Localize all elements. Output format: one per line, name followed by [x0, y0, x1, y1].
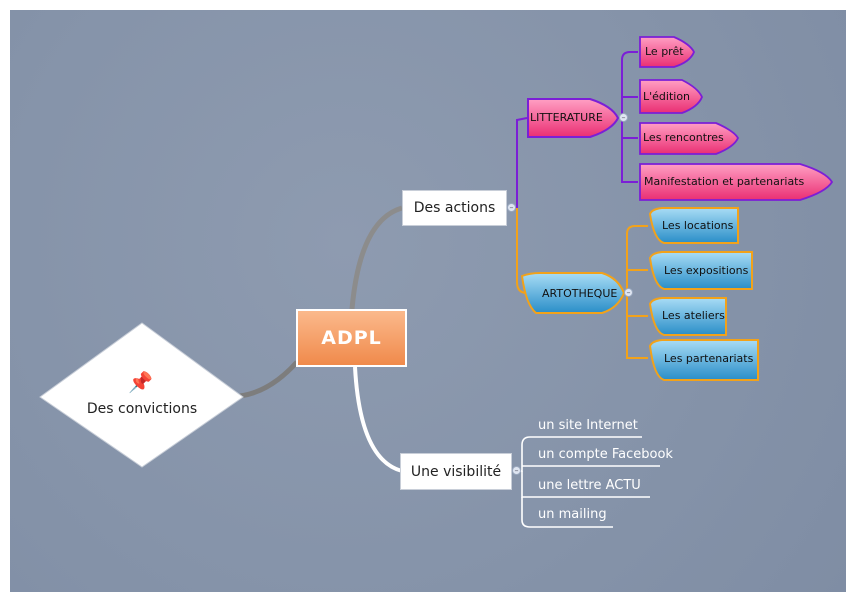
litterature-child-label: Manifestation et partenariats [644, 175, 805, 188]
artotheque-child-ateliers[interactable] [648, 297, 727, 336]
litterature-child-rencontres[interactable] [639, 122, 740, 155]
connector-actions [349, 205, 403, 310]
litterature-node[interactable] [527, 98, 620, 138]
connector-litterature [516, 117, 528, 208]
artotheque-child-label: Les locations [662, 219, 734, 232]
collapse-minus-icon[interactable]: – [507, 203, 516, 212]
central-topic-adpl[interactable]: ADPL [296, 309, 407, 367]
artotheque-child-label: Les partenariats [664, 352, 754, 365]
convictions-diamond[interactable] [39, 322, 244, 468]
litterature-child-label: Le prêt [645, 45, 684, 58]
artotheque-child-partenariats[interactable] [648, 339, 759, 381]
artotheque-label: ARTOTHEQUE [542, 287, 618, 300]
collapse-minus-icon[interactable]: – [619, 113, 628, 122]
connector-visibilite [353, 366, 403, 473]
litterature-child-label: L'édition [643, 90, 691, 103]
collapse-minus-icon[interactable]: – [512, 466, 521, 475]
visibilite-item[interactable]: un compte Facebook [538, 447, 673, 462]
convictions-label: Des convictions [86, 401, 198, 417]
visibilite-item[interactable]: un site Internet [538, 418, 638, 433]
artotheque-child-label: Les ateliers [662, 309, 725, 322]
collapse-minus-icon[interactable]: – [624, 288, 633, 297]
litterature-child-label: Les rencontres [643, 131, 724, 144]
litterature-child-pret[interactable] [639, 36, 695, 68]
actions-node[interactable]: Des actions [402, 190, 507, 226]
artotheque-child-expositions[interactable] [648, 251, 753, 290]
litterature-label: LITTERATURE [530, 111, 603, 124]
visibilite-item[interactable]: un mailing [538, 507, 607, 522]
pushpin-icon: 📌 [128, 370, 153, 394]
visibilite-item[interactable]: une lettre ACTU [538, 478, 641, 493]
visibilite-children-connectors [516, 436, 660, 528]
litterature-child-edition[interactable] [639, 79, 703, 114]
litterature-children-connectors [621, 51, 638, 183]
visibilite-node[interactable]: Une visibilité [400, 453, 512, 490]
litterature-child-manifestation[interactable] [639, 163, 834, 201]
artotheque-child-label: Les expositions [664, 264, 749, 277]
artotheque-children-connectors [626, 225, 648, 359]
connector-convictions [239, 360, 299, 399]
artotheque-child-locations[interactable] [648, 207, 739, 244]
